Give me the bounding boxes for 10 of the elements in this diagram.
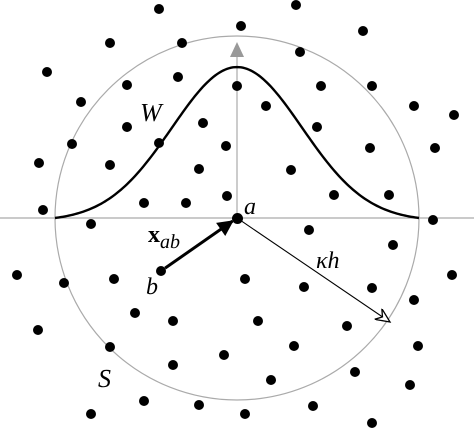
particle xyxy=(156,266,166,276)
particle-label: b xyxy=(146,275,158,299)
particle-label: a xyxy=(244,195,256,219)
particle xyxy=(232,212,242,224)
region-label: S xyxy=(98,366,111,392)
region-label: W xyxy=(140,100,162,126)
displacement-arrow xyxy=(164,220,234,270)
edge-label: x$_{ab}$ xyxy=(148,223,180,252)
edge-label: κh xyxy=(316,249,340,273)
radius-arrow xyxy=(241,220,391,323)
